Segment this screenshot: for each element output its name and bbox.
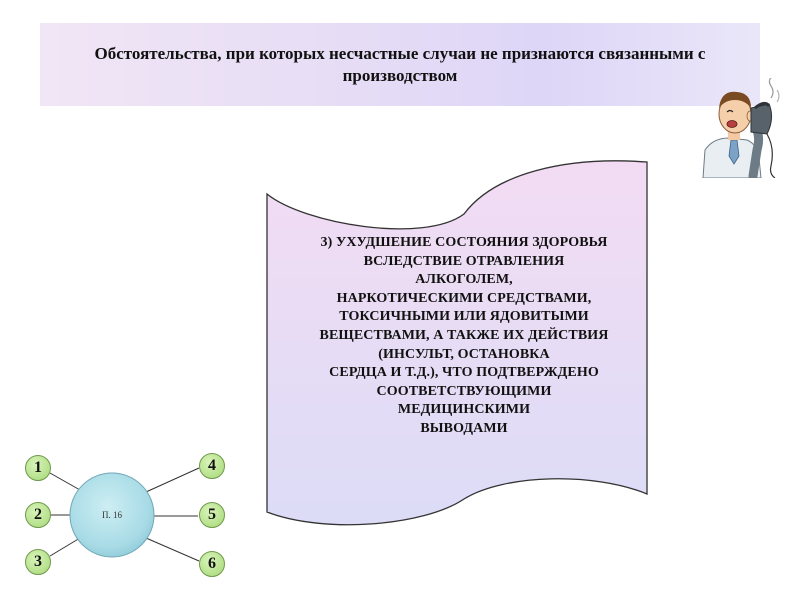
nav-node-1[interactable]: 1 bbox=[25, 455, 51, 481]
nav-node-3[interactable]: 3 bbox=[25, 549, 51, 575]
hub-center-label: П. 16 bbox=[102, 510, 122, 520]
nav-node-4[interactable]: 4 bbox=[199, 453, 225, 479]
navigation-hub: П. 16 1 2 3 4 5 6 bbox=[0, 440, 240, 600]
person-burned-by-iron-icon bbox=[695, 75, 783, 181]
scroll-text: 3) УХУДШЕНИЕ СОСТОЯНИЯ ЗДОРОВЬЯ ВСЛЕДСТВ… bbox=[319, 235, 609, 436]
page-title: Обстоятельства, при которых несчастные с… bbox=[94, 43, 706, 85]
nav-node-5[interactable]: 5 bbox=[199, 502, 225, 528]
title-banner: Обстоятельства, при которых несчастные с… bbox=[40, 23, 760, 106]
content-scroll: 3) УХУДШЕНИЕ СОСТОЯНИЯ ЗДОРОВЬЯ ВСЛЕДСТВ… bbox=[264, 154, 664, 558]
nav-node-6[interactable]: 6 bbox=[199, 551, 225, 577]
nav-node-2[interactable]: 2 bbox=[25, 502, 51, 528]
